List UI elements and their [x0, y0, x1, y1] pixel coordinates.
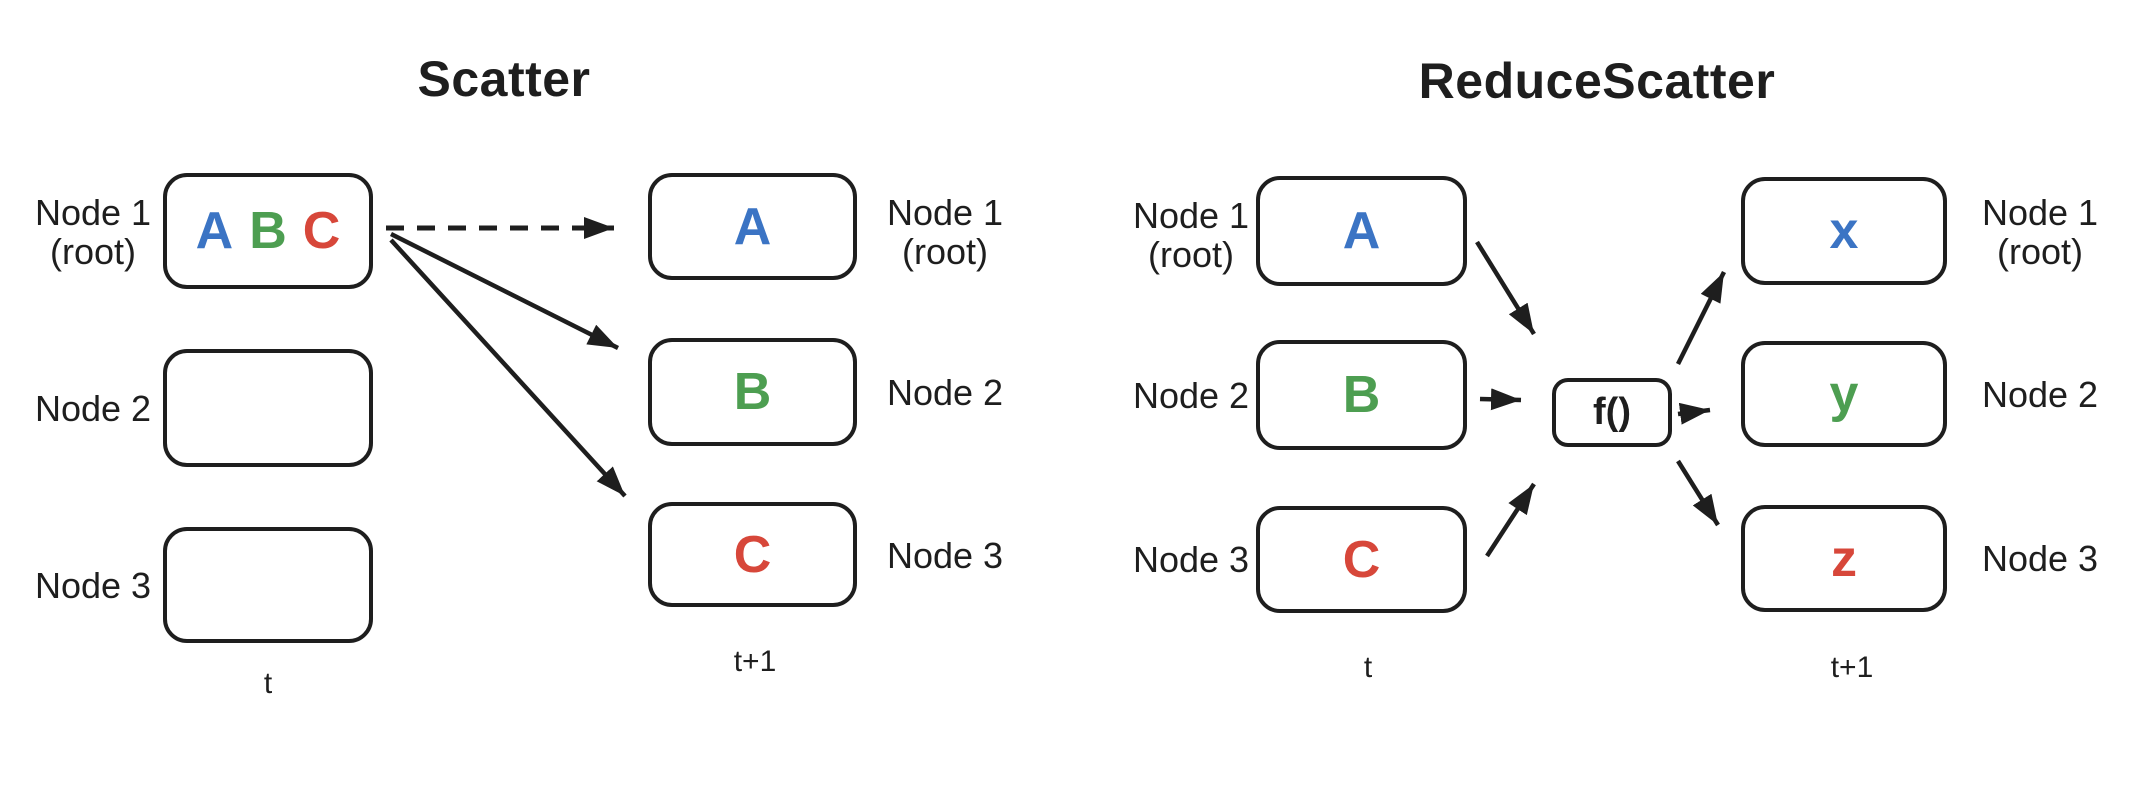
data-chunk-x: x [1829, 202, 1859, 260]
node-label: Node 1 (root) [3, 193, 183, 271]
node-label-line1: Node 1 [1132, 195, 1250, 236]
time-label-before: t [1363, 651, 1373, 684]
node-label: Node 2 [1132, 375, 1250, 416]
node-box [163, 349, 373, 467]
node-box: x [1741, 177, 1947, 285]
node-label: Node 3 [1981, 538, 2099, 579]
arrow-a-to-f [1475, 240, 1536, 336]
node-box: A [1256, 176, 1467, 286]
node-label: Node 2 [886, 372, 1004, 413]
data-chunk-y: y [1829, 365, 1859, 423]
node-label: Node 1 (root) [1101, 196, 1281, 274]
reduce-function-box: f() [1552, 378, 1672, 447]
panel-title: Scatter [417, 51, 591, 107]
node-label-line2: (root) [1996, 231, 2083, 272]
node-box: B [1256, 340, 1467, 450]
node-box: y [1741, 341, 1947, 447]
panel-title: ReduceScatter [1418, 53, 1776, 109]
arrow-scatter-root-to-node2 [389, 231, 620, 351]
arrow-c-to-f [1485, 482, 1536, 558]
node-box [163, 527, 373, 643]
time-label-before: t [263, 667, 273, 700]
arrow-scatter-root-to-node3 [389, 238, 627, 498]
data-chunk-a: A [733, 197, 772, 256]
node-label-line1: Node 1 [34, 192, 152, 233]
data-chunk-b: B [1342, 366, 1381, 424]
node-label-line2: (root) [901, 231, 988, 272]
data-chunk-a: A [195, 202, 234, 260]
node-box: C [1256, 506, 1467, 613]
node-label: Node 3 [886, 535, 1004, 576]
reduce-function-label: f() [1593, 391, 1631, 433]
node-label: Node 1 (root) [855, 193, 1035, 271]
node-label-line1: Node 1 [1981, 192, 2099, 233]
node-label-line2: (root) [1147, 234, 1234, 275]
node-label: Node 2 [1981, 374, 2099, 415]
data-chunk-b: B [733, 363, 772, 421]
time-label-after: t+1 [1830, 651, 1874, 684]
node-label-line1: Node 1 [886, 192, 1004, 233]
data-chunk-a: A [1342, 202, 1381, 260]
data-chunk-b: B [249, 202, 287, 260]
data-chunk-c: C [733, 525, 772, 584]
node-label: Node 2 [34, 388, 152, 429]
node-box: A [648, 173, 857, 280]
arrow-f-to-z [1676, 459, 1720, 527]
arrow-f-to-x [1675, 270, 1727, 366]
time-label-after: t+1 [733, 645, 777, 678]
node-box: C [648, 502, 857, 607]
arrow-f-to-y [1677, 402, 1711, 425]
node-label: Node 3 [34, 565, 152, 606]
node-label-line2: (root) [49, 231, 136, 272]
node-box: B [648, 338, 857, 446]
node-label: Node 3 [1132, 539, 1250, 580]
node-label: Node 1 (root) [1950, 193, 2130, 271]
data-chunk-z: z [1831, 529, 1857, 588]
arrow-b-to-f [1479, 388, 1522, 411]
node-box: z [1741, 505, 1947, 612]
data-chunk-c: C [1342, 530, 1381, 589]
data-chunk-c: C [302, 202, 341, 260]
node-box: A B C [163, 173, 373, 289]
